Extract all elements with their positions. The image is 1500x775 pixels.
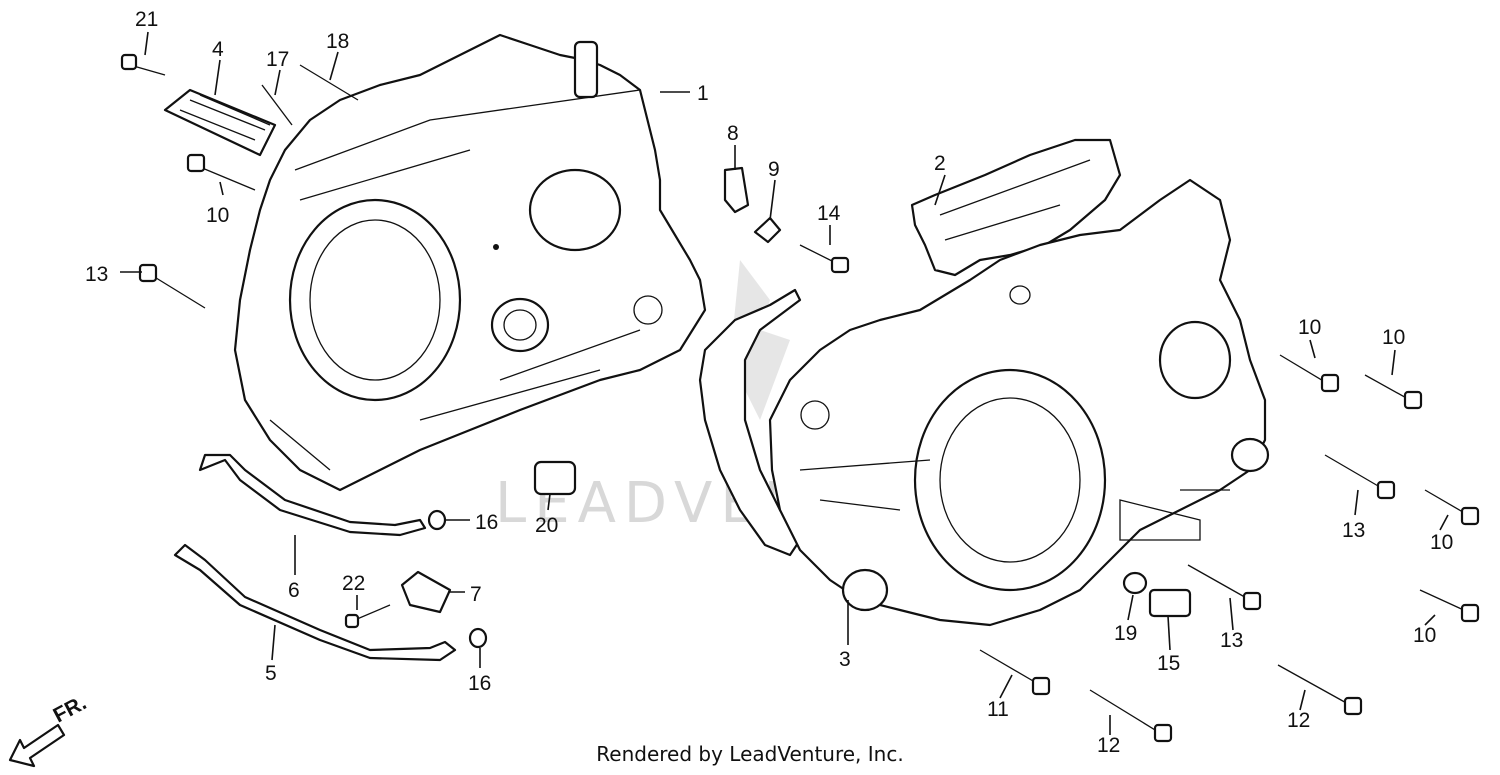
callout-15: 15 — [1157, 652, 1180, 675]
callout-10e: 10 — [1413, 624, 1436, 647]
callout-10b: 10 — [1298, 316, 1321, 339]
callout-4: 4 — [212, 38, 224, 61]
callout-13c: 13 — [1220, 629, 1243, 652]
callout-20: 20 — [535, 514, 558, 537]
callout-18: 18 — [326, 30, 349, 53]
callout-3: 3 — [839, 648, 851, 671]
callout-13a: 13 — [85, 263, 108, 286]
callout-6: 6 — [288, 579, 300, 602]
bracket-clip[interactable] — [723, 166, 750, 214]
callout-11: 11 — [987, 698, 1009, 721]
oil-hose-upper[interactable] — [198, 453, 427, 537]
callout-10c: 10 — [1382, 326, 1405, 349]
direction-label: FR. — [50, 691, 91, 727]
dowel-pin[interactable] — [533, 460, 577, 496]
callout-2: 2 — [934, 152, 946, 175]
callouts: 1 2 3 4 5 6 7 8 9 10 10 10 10 10 11 12 1… — [85, 8, 1453, 757]
callout-8: 8 — [727, 122, 739, 145]
washer[interactable] — [1122, 571, 1148, 595]
callout-16a: 16 — [475, 511, 498, 534]
callout-7: 7 — [470, 583, 482, 606]
callout-19: 19 — [1114, 622, 1137, 645]
callout-5: 5 — [265, 662, 277, 685]
breather-screen[interactable] — [163, 88, 277, 157]
callout-17: 17 — [266, 48, 289, 71]
callout-12a: 12 — [1097, 734, 1120, 757]
crankcase-right-half[interactable] — [233, 33, 707, 492]
hose-clamp-plate[interactable] — [400, 570, 452, 614]
callout-22: 22 — [342, 572, 365, 595]
callout-16b: 16 — [468, 672, 491, 695]
leader-lines — [120, 31, 1449, 735]
callout-1: 1 — [697, 82, 709, 105]
callout-10a: 10 — [206, 204, 229, 227]
callout-10d: 10 — [1430, 531, 1453, 554]
bolts[interactable] — [120, 53, 1480, 743]
crankcase-gasket[interactable] — [698, 138, 1122, 557]
o-ring-lower[interactable] — [468, 627, 488, 649]
small-plate[interactable] — [753, 216, 782, 244]
callout-21: 21 — [135, 8, 158, 31]
callout-9: 9 — [768, 158, 780, 181]
callout-13b: 13 — [1342, 519, 1365, 542]
credit-footer: Rendered by LeadVenture, Inc. — [596, 742, 904, 766]
callout-14: 14 — [817, 202, 841, 225]
drain-bolt[interactable] — [1148, 588, 1192, 618]
callout-12b: 12 — [1287, 709, 1310, 732]
oil-hose-lower[interactable] — [173, 543, 457, 662]
o-ring-upper[interactable] — [427, 509, 447, 531]
crankcase-left-half[interactable] — [768, 178, 1270, 627]
